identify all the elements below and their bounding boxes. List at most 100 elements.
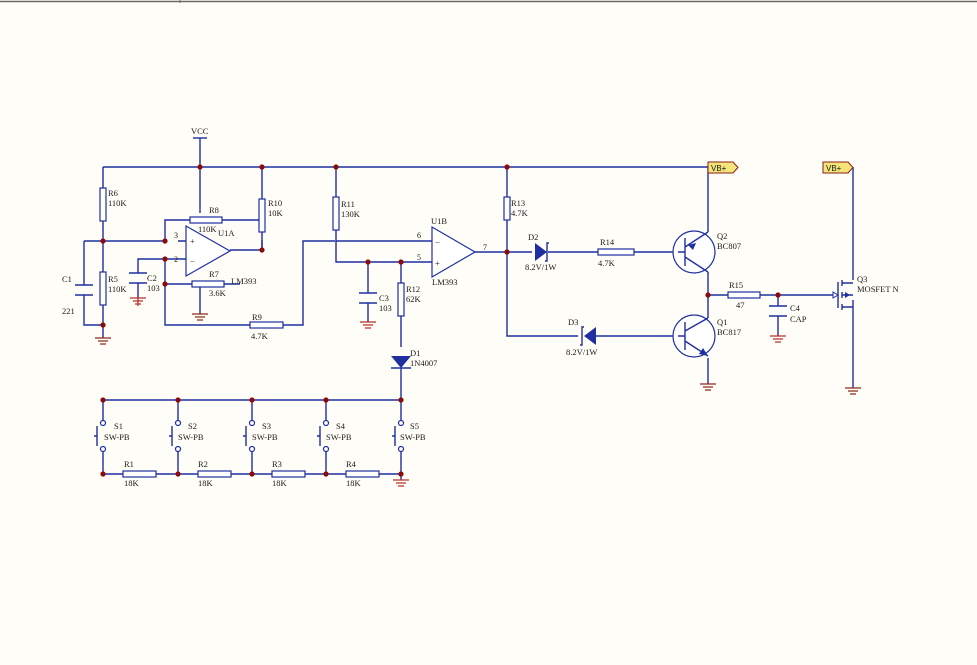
svg-text:18K: 18K [124,478,140,488]
svg-text:3.6K: 3.6K [209,288,227,298]
capacitor-c3: C3 103 [359,292,392,313]
vb-plus-port-1: VB+ [707,161,739,174]
svg-text:R14: R14 [600,237,615,247]
resistor-r14: R14 4.7K [597,237,635,268]
diode-d3: D3 8.2V/1W [566,317,597,357]
svg-text:SW-PB: SW-PB [178,432,204,442]
svg-text:R10: R10 [268,198,282,208]
transistor-q1: Q1 BC817 [672,314,741,358]
svg-text:18K: 18K [346,478,362,488]
svg-text:S2: S2 [188,421,197,431]
capacitor-c1: C1 221 [62,274,93,316]
svg-text:VB+: VB+ [711,164,727,173]
svg-text:U1B: U1B [431,216,447,226]
junctions [100,164,781,477]
svg-text:110K: 110K [198,224,217,234]
svg-text:7: 7 [483,243,487,252]
svg-text:R2: R2 [198,459,208,469]
svg-text:SW-PB: SW-PB [326,432,352,442]
diode-d2: D2 8.2V/1W [525,232,556,272]
ground-c3 [360,321,376,329]
switch-s5: S5 SW-PB [392,419,426,453]
svg-text:R6: R6 [108,188,118,198]
svg-text:−: − [435,237,440,247]
svg-text:S3: S3 [262,421,271,431]
svg-text:R15: R15 [729,280,743,290]
switch-s3: S3 SW-PB [243,419,278,453]
svg-text:47: 47 [736,300,745,310]
svg-text:10K: 10K [268,208,284,218]
ground-q1 [700,383,716,391]
svg-text:110K: 110K [108,284,127,294]
resistor-r5: R5 110K [99,271,127,306]
ground-q3 [845,387,861,395]
svg-text:18K: 18K [272,478,288,488]
ground-u1a [192,313,208,321]
svg-text:BC817: BC817 [717,327,741,337]
vcc-label: VCC [191,126,209,136]
svg-text:1N4007: 1N4007 [410,358,437,368]
resistor-r7: R7 3.6K [191,269,227,298]
svg-text:103: 103 [379,303,392,313]
transistor-q3: Q3 MOSFET N [825,274,899,310]
svg-text:BC807: BC807 [717,241,741,251]
svg-text:C1: C1 [62,274,72,284]
svg-text:MOSFET N: MOSFET N [857,284,899,294]
svg-text:R7: R7 [209,269,219,279]
svg-text:Q2: Q2 [717,231,727,241]
svg-text:+: + [190,236,195,246]
ground-c2 [130,297,146,306]
svg-text:Q3: Q3 [857,274,867,284]
svg-text:62K: 62K [406,294,422,304]
svg-text:C2: C2 [147,273,157,283]
svg-text:+: + [435,258,440,268]
svg-text:4.7K: 4.7K [511,208,529,218]
resistor-r13: R13 4.7K [503,196,529,221]
ground-c4 [770,335,786,343]
svg-text:SW-PB: SW-PB [104,432,130,442]
resistor-r8: R8 110K [189,205,223,234]
svg-text:R4: R4 [346,459,357,469]
switch-s1: S1 SW-PB [94,419,130,453]
svg-text:Q1: Q1 [717,317,727,327]
resistor-r1: R1 18K [122,459,157,488]
svg-text:R8: R8 [209,205,219,215]
svg-text:R3: R3 [272,459,282,469]
switch-s2: S2 SW-PB [169,419,204,453]
svg-text:SW-PB: SW-PB [252,432,278,442]
svg-text:18K: 18K [198,478,214,488]
vcc-symbol: VCC [191,126,209,139]
svg-text:C3: C3 [379,293,389,303]
capacitor-c4: C4 CAP [769,303,807,324]
svg-text:C4: C4 [790,303,801,313]
svg-text:S4: S4 [336,421,346,431]
ground-s5 [393,479,409,487]
svg-text:110K: 110K [108,198,127,208]
svg-text:R11: R11 [341,199,355,209]
svg-text:D2: D2 [528,232,538,242]
resistor-r12: R12 62K [397,282,422,317]
opamp-u1b: − + 6 5 7 U1B LM393 [417,216,487,287]
svg-text:103: 103 [147,283,160,293]
resistor-r6: R6 110K [99,187,127,222]
svg-text:R13: R13 [511,198,525,208]
transistor-q2: Q2 BC807 [672,230,741,274]
svg-text:8.2V/1W: 8.2V/1W [525,262,556,272]
svg-text:S5: S5 [410,421,419,431]
svg-text:221: 221 [62,306,75,316]
svg-text:5: 5 [417,253,421,262]
svg-text:R12: R12 [406,284,420,294]
svg-text:D3: D3 [568,317,578,327]
svg-text:R5: R5 [108,274,118,284]
resistor-r4: R4 18K [345,459,380,488]
svg-text:6: 6 [417,231,421,240]
svg-text:LM393: LM393 [432,277,458,287]
diode-d1: D1 1N4007 [391,348,437,369]
ground-c1 [95,337,111,345]
svg-text:D1: D1 [410,348,420,358]
svg-text:3: 3 [174,231,178,240]
svg-text:LM393: LM393 [231,276,257,286]
capacitor-c2: C2 103 [129,272,160,293]
svg-text:R1: R1 [124,459,134,469]
